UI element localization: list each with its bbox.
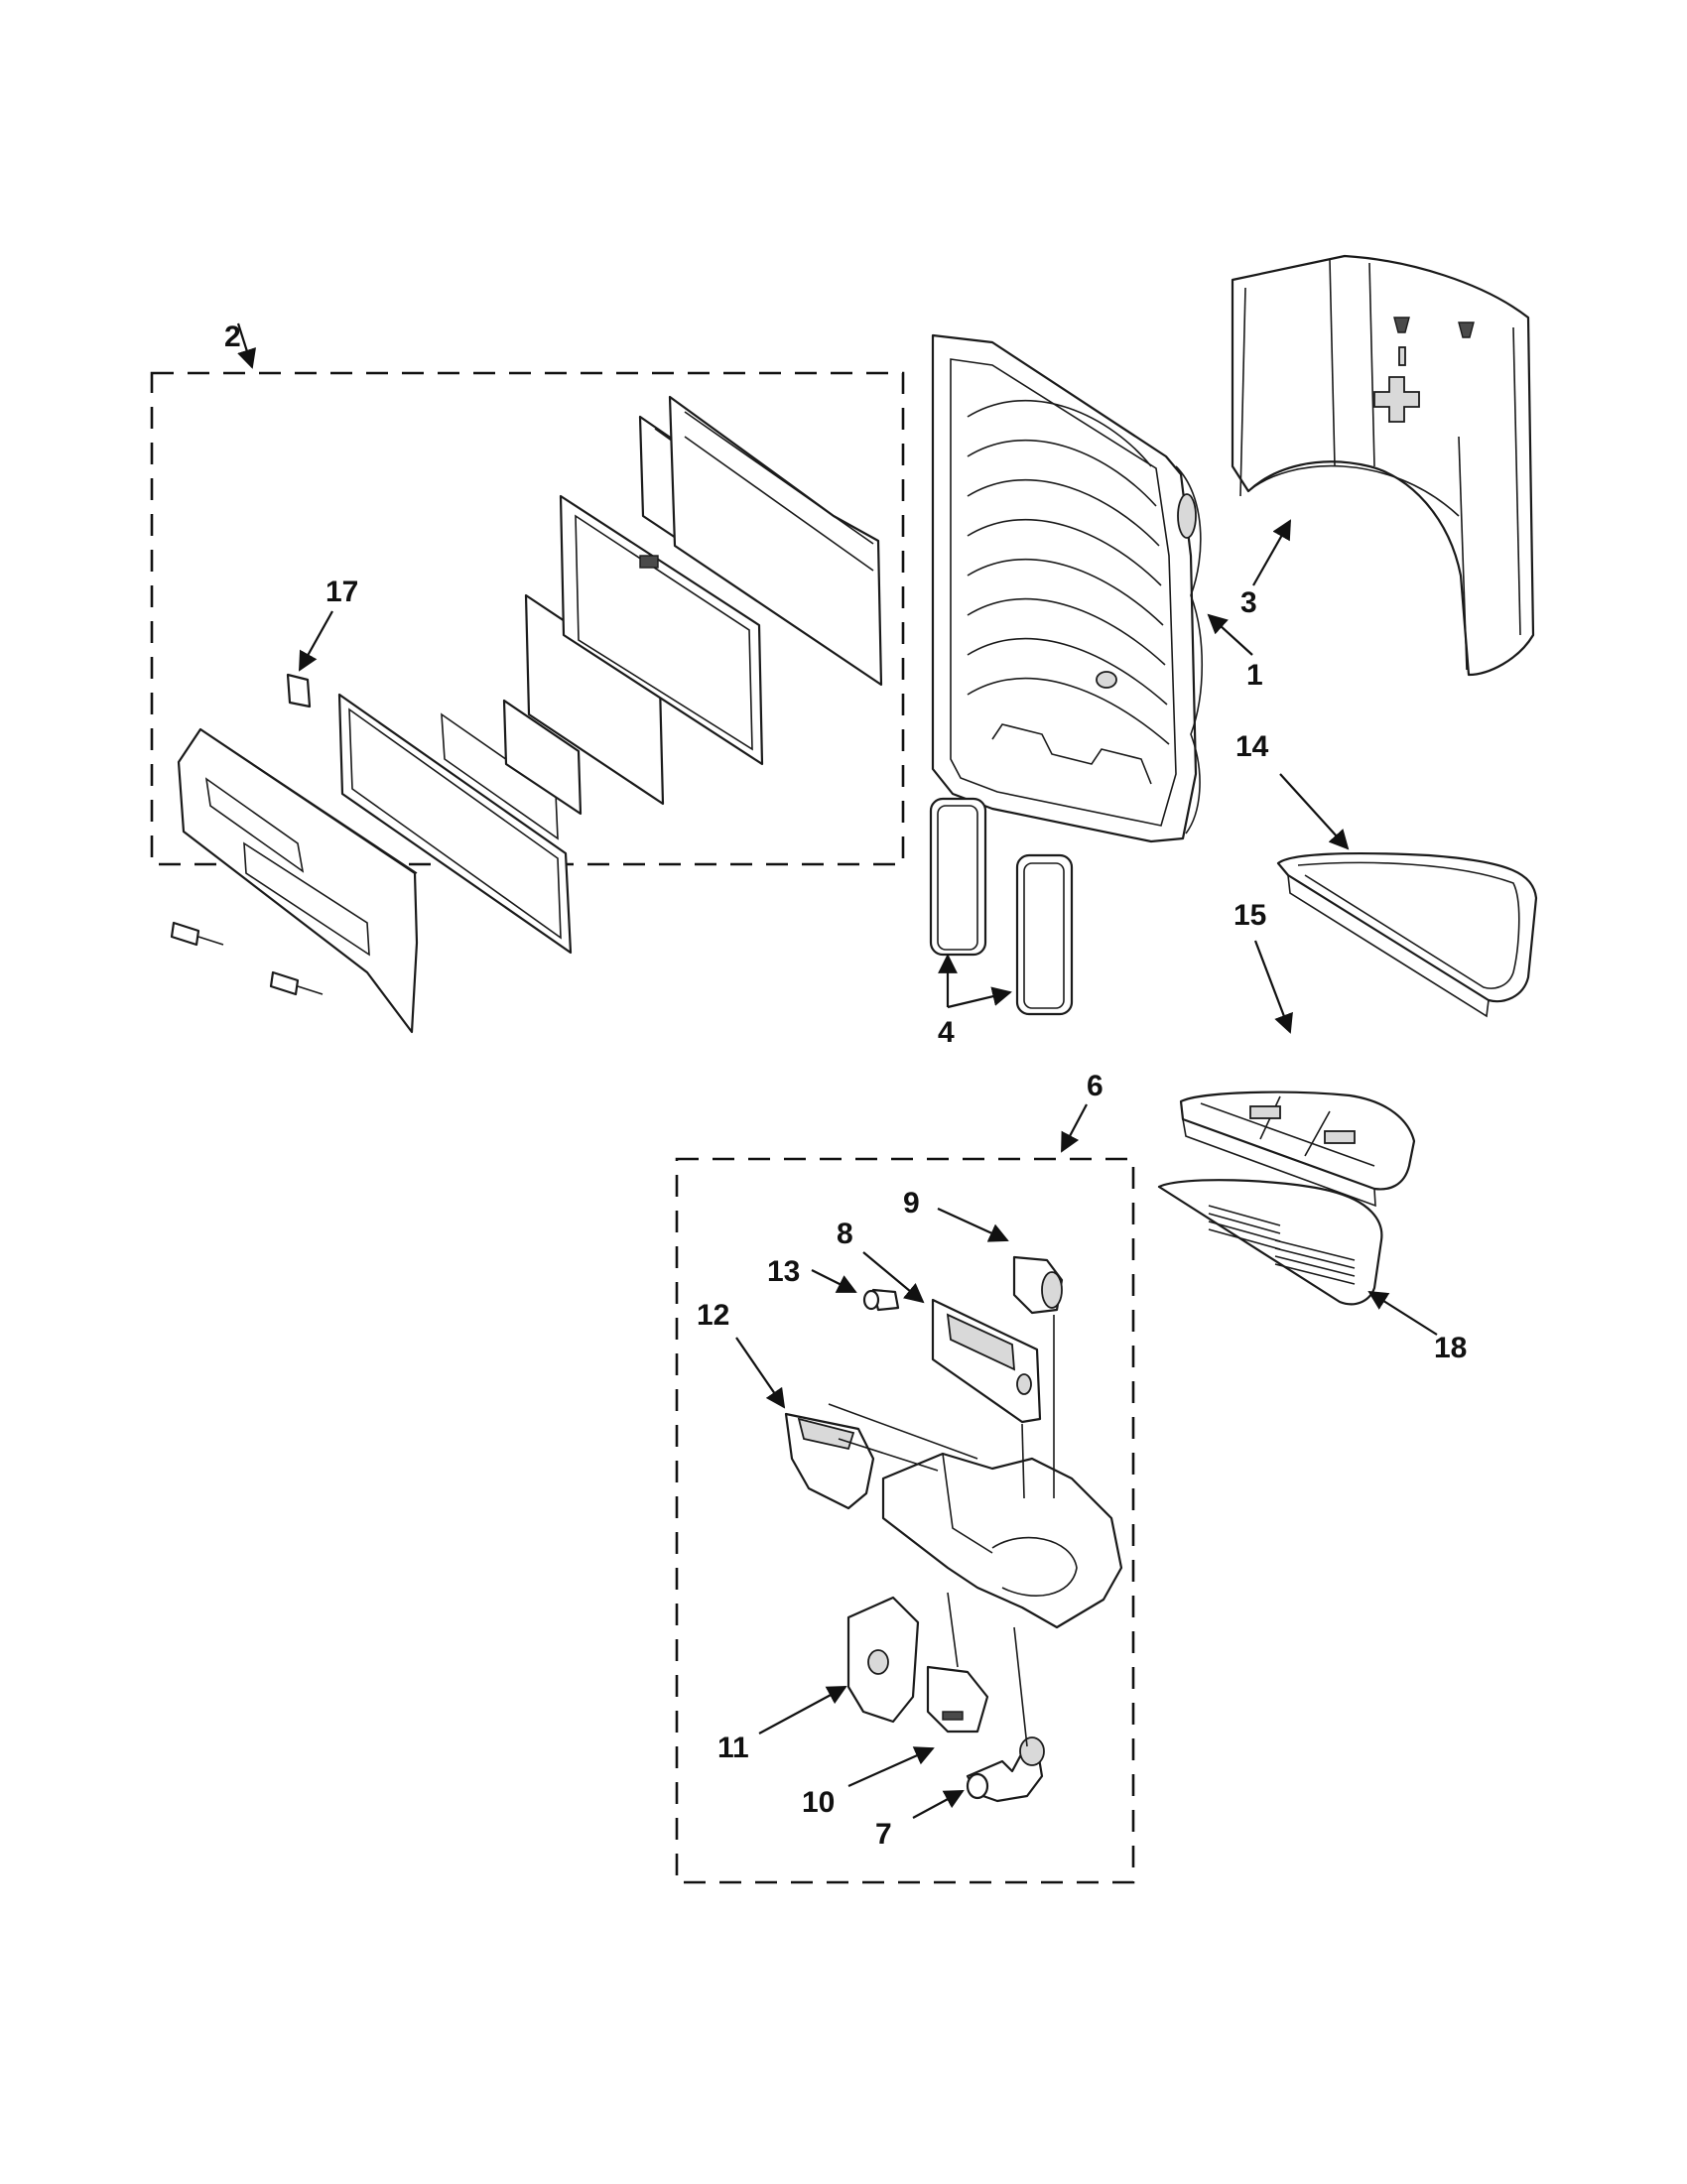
callout-3: 3 bbox=[1240, 586, 1257, 619]
callout-13: 13 bbox=[767, 1255, 800, 1288]
callout-11: 11 bbox=[717, 1732, 749, 1764]
callout-7: 7 bbox=[875, 1818, 892, 1851]
leader-6 bbox=[1061, 1103, 1088, 1153]
part-1-dispenser-housing bbox=[931, 333, 1203, 843]
leader-9 bbox=[937, 1207, 1009, 1242]
part-14-tray-rim bbox=[1276, 851, 1538, 1018]
leader-13 bbox=[811, 1269, 857, 1293]
part-4-pad-right bbox=[1015, 853, 1074, 1016]
part-4-pad-left bbox=[929, 797, 987, 957]
leader-2 bbox=[236, 322, 257, 369]
callout-1: 1 bbox=[1246, 659, 1263, 692]
leader-12 bbox=[735, 1337, 786, 1409]
callout-14: 14 bbox=[1235, 730, 1269, 763]
screw-1 bbox=[170, 921, 224, 947]
leader-10 bbox=[847, 1746, 935, 1788]
leader-15 bbox=[1253, 940, 1293, 1034]
group-box-6 bbox=[675, 1157, 1135, 1884]
leader-11 bbox=[758, 1686, 847, 1734]
part-3-dispenser-liner bbox=[1231, 254, 1535, 677]
part-18-drip-grille bbox=[1157, 1179, 1383, 1306]
leader-18 bbox=[1367, 1290, 1438, 1336]
part-6-ice-chute-assembly bbox=[784, 1255, 1123, 1803]
callout-4: 4 bbox=[938, 1016, 955, 1049]
callout-12: 12 bbox=[697, 1299, 729, 1332]
leader-4b bbox=[947, 986, 1012, 1009]
screw-2 bbox=[269, 970, 324, 996]
callout-10: 10 bbox=[802, 1786, 835, 1819]
callout-17: 17 bbox=[325, 576, 358, 608]
leader-17 bbox=[299, 610, 333, 672]
part-2-control-panel-assembly bbox=[170, 395, 883, 1034]
callout-9: 9 bbox=[903, 1187, 920, 1220]
callout-15: 15 bbox=[1233, 899, 1266, 932]
leader-7 bbox=[912, 1790, 965, 1819]
leader-14 bbox=[1279, 773, 1350, 850]
leader-1 bbox=[1207, 613, 1253, 656]
callout-18: 18 bbox=[1434, 1332, 1467, 1364]
callout-2: 2 bbox=[224, 321, 241, 353]
leader-8 bbox=[862, 1251, 925, 1304]
callout-6: 6 bbox=[1087, 1070, 1103, 1102]
callout-8: 8 bbox=[837, 1218, 853, 1250]
part-15-drip-tray bbox=[1179, 1091, 1416, 1208]
leader-3 bbox=[1252, 519, 1291, 586]
